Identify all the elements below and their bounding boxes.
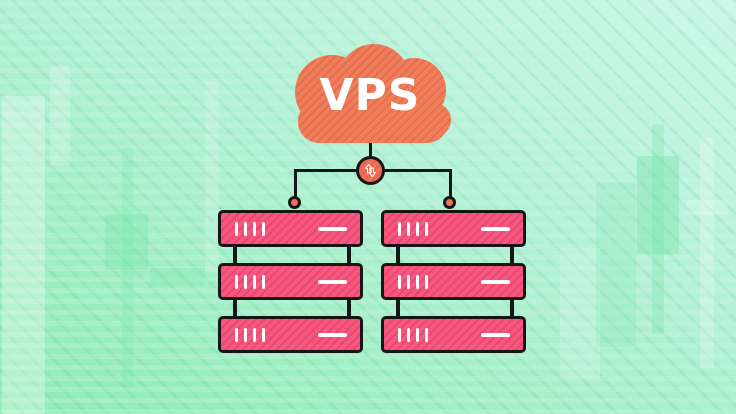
indicator-light: [262, 327, 265, 342]
indicator-lights: [398, 221, 428, 236]
indicator-light: [416, 327, 419, 342]
connector-trunk-line: [369, 138, 372, 172]
server-stack-right: [381, 210, 526, 353]
indicator-light: [253, 274, 256, 289]
indicator-light: [235, 327, 238, 342]
server-stack-left: [218, 210, 363, 353]
server-unit: [218, 263, 363, 300]
candlestick-decoration: [700, 138, 714, 368]
server-unit: [381, 316, 526, 353]
candlestick-decoration: [637, 156, 679, 254]
server-rack-leg: [396, 297, 400, 319]
indicator-light: [253, 327, 256, 342]
indicator-light: [425, 221, 428, 236]
server-rack-leg: [510, 297, 514, 319]
server-rack-leg: [396, 244, 400, 266]
indicator-light: [416, 221, 419, 236]
indicator-light: [262, 274, 265, 289]
server-rack-leg: [347, 244, 351, 266]
candlestick-decoration: [596, 182, 636, 347]
indicator-light: [398, 274, 401, 289]
candlestick-decoration: [686, 200, 728, 215]
indicator-lights: [235, 221, 265, 236]
indicator-light: [244, 221, 247, 236]
endpoint-node-left: [288, 196, 301, 209]
data-transfer-arrows-icon: [365, 163, 376, 178]
candlestick-decoration: [122, 148, 133, 388]
indicator-light: [253, 221, 256, 236]
indicator-light: [425, 274, 428, 289]
server-rack-leg: [233, 297, 237, 319]
indicator-light: [262, 221, 265, 236]
cloud-label: VPS: [319, 70, 421, 121]
candlestick-decoration: [205, 82, 219, 272]
drive-slot-line: [481, 279, 510, 284]
indicator-light: [407, 327, 410, 342]
candlestick-decoration: [50, 66, 70, 166]
server-rack-leg: [510, 244, 514, 266]
server-rack-leg: [347, 297, 351, 319]
indicator-light: [398, 221, 401, 236]
indicator-light: [425, 327, 428, 342]
connector-drop-line-right: [449, 169, 452, 198]
indicator-light: [244, 327, 247, 342]
drive-slot-line: [318, 279, 347, 284]
candlestick-decoration: [652, 124, 664, 334]
indicator-lights: [235, 327, 265, 342]
server-unit: [218, 210, 363, 247]
drive-slot-line: [481, 226, 510, 231]
server-unit: [381, 210, 526, 247]
candlestick-decoration: [2, 96, 45, 414]
connector-drop-line-left: [294, 169, 297, 198]
server-unit: [381, 263, 526, 300]
cloud-base: [298, 100, 448, 143]
drive-slot-line: [318, 332, 347, 337]
indicator-lights: [235, 274, 265, 289]
candlestick-decoration: [150, 268, 205, 286]
server-unit: [218, 316, 363, 353]
endpoint-node-right: [443, 196, 456, 209]
indicator-lights: [398, 327, 428, 342]
indicator-light: [407, 221, 410, 236]
indicator-lights: [398, 274, 428, 289]
indicator-light: [416, 274, 419, 289]
drive-slot-line: [481, 332, 510, 337]
drive-slot-line: [318, 226, 347, 231]
candlestick-decoration: [560, 248, 600, 378]
server-rack-leg: [233, 244, 237, 266]
indicator-light: [244, 274, 247, 289]
indicator-light: [235, 221, 238, 236]
hub-circle: [356, 156, 385, 185]
indicator-light: [398, 327, 401, 342]
indicator-light: [235, 274, 238, 289]
indicator-light: [407, 274, 410, 289]
candlestick-decoration: [105, 214, 148, 270]
